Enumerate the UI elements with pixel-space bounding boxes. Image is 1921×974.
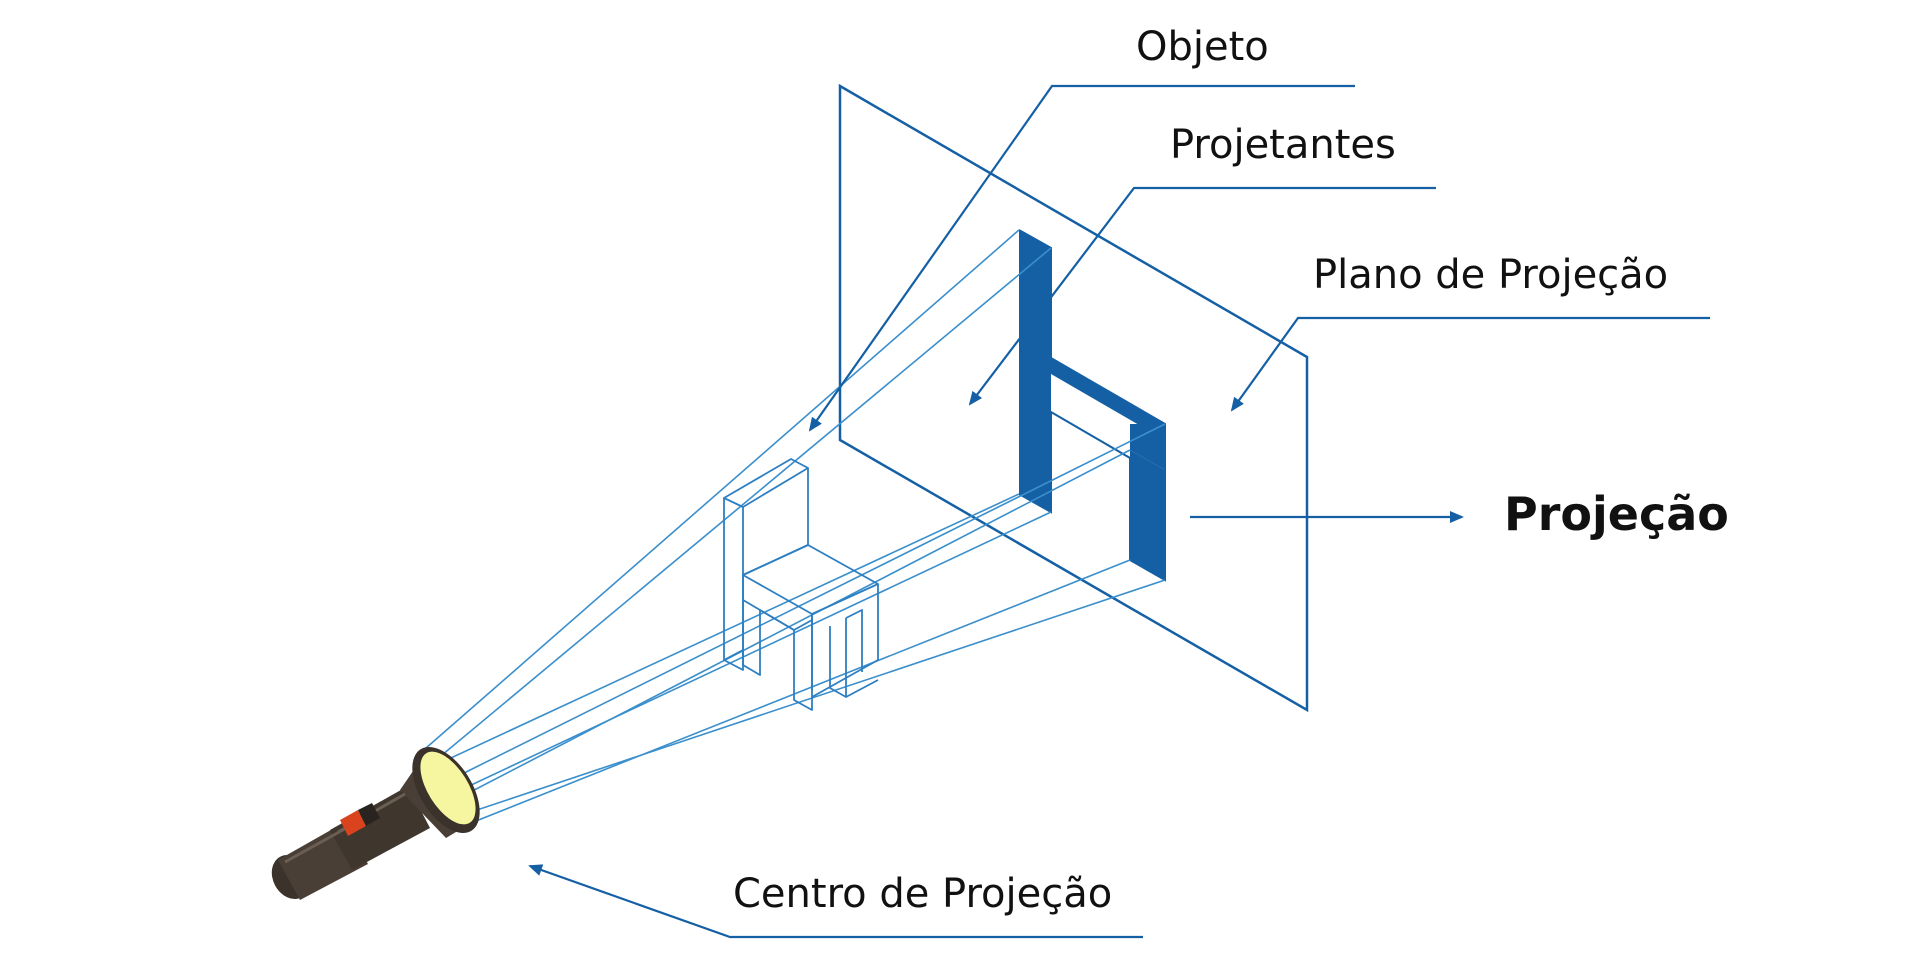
- label-projecao: Projeção: [1504, 487, 1729, 541]
- object-wireframe: [723, 458, 879, 711]
- flashlight-icon: [271, 747, 480, 900]
- label-centro-de-projecao: Centro de Projeção: [733, 871, 1112, 917]
- leader-objeto: [808, 84, 1355, 432]
- projector-lines: [417, 229, 1166, 826]
- projection-plane: [838, 83, 1309, 713]
- leader-centro: [528, 864, 1143, 939]
- leader-plano: [1230, 316, 1710, 412]
- label-objeto: Objeto: [1136, 24, 1269, 70]
- projection-shape: [1019, 230, 1165, 580]
- label-projetantes: Projetantes: [1170, 122, 1396, 168]
- projection-outline: [1018, 229, 1166, 582]
- label-plano-de-projecao: Plano de Projeção: [1313, 252, 1668, 298]
- leader-projetantes: [968, 186, 1436, 406]
